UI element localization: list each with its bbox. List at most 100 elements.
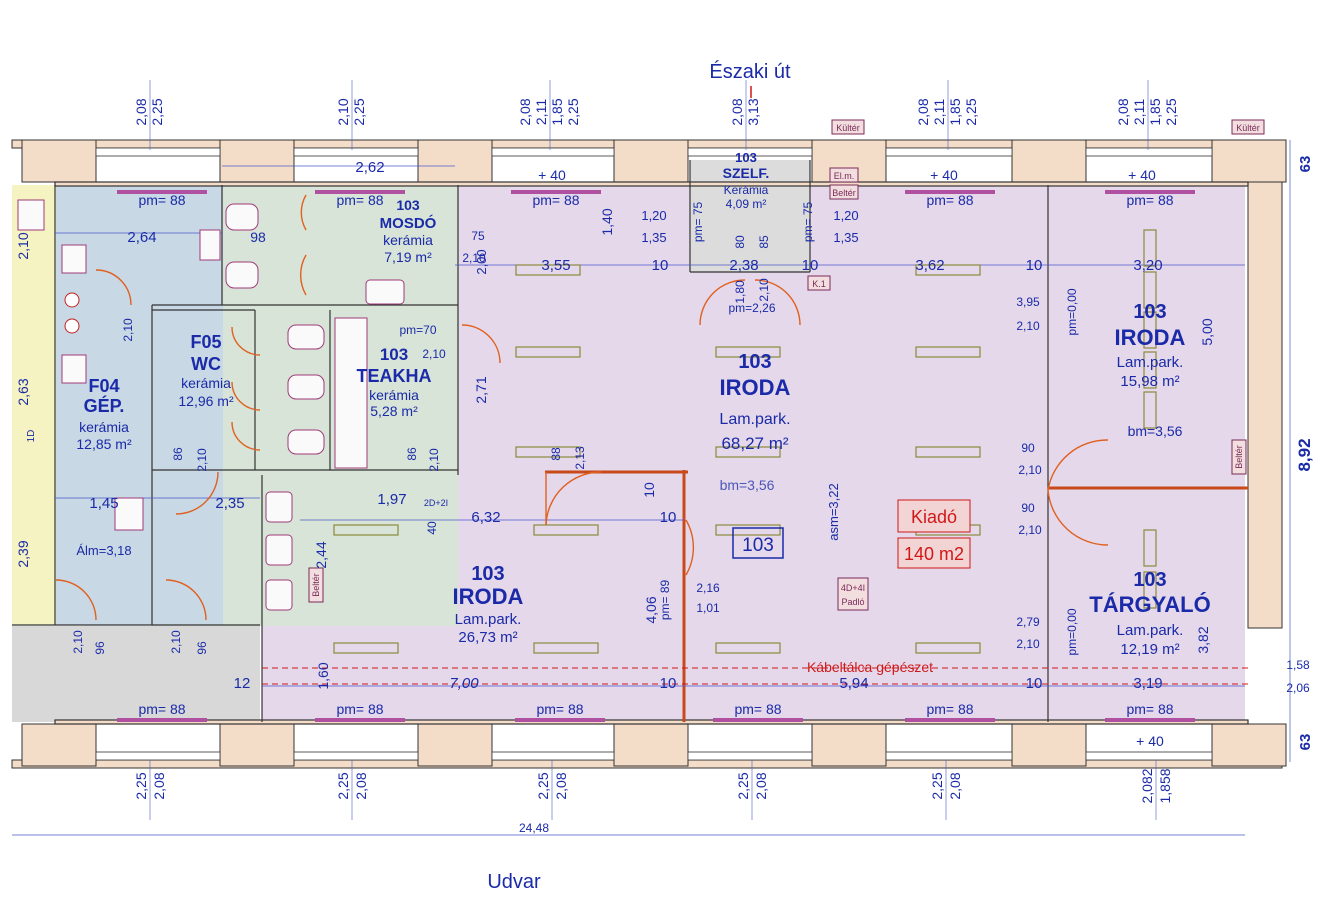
- south-pier: [417, 723, 493, 767]
- svg-text:1D: 1D: [26, 430, 37, 443]
- svg-text:2,71: 2,71: [473, 376, 489, 403]
- top-dim: 2,25: [1163, 98, 1179, 125]
- inner-dims-v: 2,00 1,40 pm= 75 pm= 75 80 85 1,80 2,10 …: [15, 201, 1215, 689]
- zone-szelf: [690, 160, 810, 272]
- south-window: [885, 751, 1013, 761]
- svg-text:1,58: 1,58: [1286, 658, 1310, 672]
- top-dim: 2,25: [351, 98, 367, 125]
- bottom-dim: 2,08: [353, 772, 369, 799]
- svg-text:3,19: 3,19: [1133, 675, 1162, 692]
- top-dim: 2,11: [533, 99, 549, 125]
- svg-text:Beltér: Beltér: [832, 188, 856, 198]
- svg-text:1,20: 1,20: [833, 208, 858, 223]
- pm-label: pm= 88: [1126, 192, 1173, 208]
- ceiling-light: [715, 446, 781, 458]
- cable-tray-label: Kábeltálca gépészet: [807, 659, 933, 675]
- pm-label: pm= 88: [1126, 701, 1173, 717]
- svg-text:pm=2,26: pm=2,26: [728, 301, 775, 315]
- bottom-dim: 2,25: [929, 772, 945, 799]
- svg-text:96: 96: [195, 641, 209, 655]
- south-pier: [1211, 723, 1287, 767]
- ceiling-light: [915, 346, 981, 358]
- svg-text:El.m.: El.m.: [834, 171, 855, 181]
- cable-tray: [262, 667, 1248, 685]
- svg-text:TÁRGYALÓ: TÁRGYALÓ: [1089, 592, 1210, 617]
- zone-stair: [12, 185, 56, 625]
- sill-bar: [1105, 718, 1195, 722]
- sill-bar: [905, 718, 995, 722]
- north-window: [293, 147, 419, 157]
- street-south: Udvar: [487, 871, 541, 893]
- bottom-dim: 1,858: [1157, 768, 1173, 803]
- svg-text:pm=70: pm=70: [399, 323, 436, 337]
- south-pier: [613, 723, 689, 767]
- wall-east: [1247, 139, 1283, 629]
- zone-corridor: [12, 626, 260, 722]
- svg-text:2,10: 2,10: [427, 448, 441, 472]
- top-dim: 1,85: [549, 98, 565, 125]
- bottom-dim: 2,25: [133, 772, 149, 799]
- svg-text:7,00: 7,00: [449, 675, 479, 692]
- svg-text:F05: F05: [190, 332, 221, 352]
- ceiling-light: [1143, 229, 1157, 267]
- dim-lines: [12, 140, 1291, 836]
- svg-text:Kerámia: Kerámia: [724, 183, 769, 197]
- svg-text:Lam.park.: Lam.park.: [1117, 354, 1184, 371]
- svg-text:80: 80: [733, 235, 747, 249]
- svg-text:2,35: 2,35: [215, 495, 244, 512]
- north-pier: [613, 139, 689, 183]
- pm-label: pm= 88: [532, 192, 579, 208]
- pm-label: pm= 88: [336, 192, 383, 208]
- svg-text:2,10: 2,10: [1018, 523, 1042, 537]
- south-pier: [219, 723, 295, 767]
- svg-text:kerámia: kerámia: [369, 387, 419, 403]
- svg-text:10: 10: [641, 482, 657, 498]
- ceiling-light: [1143, 529, 1157, 567]
- svg-text:F04: F04: [88, 376, 119, 396]
- svg-text:103: 103: [1133, 569, 1166, 591]
- south-window: [491, 751, 615, 761]
- ceiling-light: [915, 642, 981, 654]
- ceiling-light: [515, 446, 581, 458]
- room-iroda-left: 103 IRODA Lam.park. 26,73 m²: [453, 563, 524, 646]
- ceiling-light: [1143, 391, 1157, 429]
- svg-text:12,96 m²: 12,96 m²: [178, 393, 234, 409]
- ceiling-light: [533, 642, 599, 654]
- svg-text:10: 10: [652, 257, 669, 274]
- top-dim: 2,08: [1115, 98, 1131, 125]
- svg-text:K.1: K.1: [812, 279, 826, 289]
- pm-label: pm= 88: [536, 701, 583, 717]
- north-window: [1085, 147, 1213, 157]
- svg-text:3,20: 3,20: [1133, 257, 1162, 274]
- south-pier: [21, 723, 97, 767]
- svg-text:pm= 89: pm= 89: [658, 579, 672, 620]
- ceiling-light: [333, 524, 399, 536]
- sill-bar: [117, 718, 207, 722]
- svg-text:3,82: 3,82: [1195, 626, 1211, 653]
- plus40-label: + 40: [1128, 167, 1156, 183]
- svg-text:90: 90: [1021, 441, 1035, 455]
- sill-bar: [117, 190, 207, 194]
- pm-labels: pm= 88 pm= 88 pm= 88 pm= 88 pm= 88 pm= 88 pm= …: [117, 190, 1195, 722]
- svg-text:TEAKHA: TEAKHA: [357, 366, 432, 386]
- svg-text:1,35: 1,35: [833, 230, 858, 245]
- south-windows: [95, 751, 1213, 761]
- ceiling-light: [915, 446, 981, 458]
- plus40-label: + 40: [930, 167, 958, 183]
- svg-text:10: 10: [1026, 257, 1043, 274]
- svg-text:6,32: 6,32: [471, 509, 500, 526]
- svg-text:103: 103: [738, 351, 771, 373]
- svg-text:2,10: 2,10: [462, 251, 486, 265]
- bottom-dim: 2,25: [535, 772, 551, 799]
- bottom-dim: 2,08: [947, 772, 963, 799]
- top-dim: 1,85: [947, 98, 963, 125]
- svg-text:2,38: 2,38: [729, 257, 758, 274]
- svg-text:90: 90: [1021, 501, 1035, 515]
- south-pier: [1011, 723, 1087, 767]
- svg-text:Kültér: Kültér: [1236, 123, 1260, 133]
- pm-label: pm= 88: [336, 701, 383, 717]
- svg-text:2,13: 2,13: [573, 446, 587, 470]
- room-gep: F04 GÉP. kerámia 12,85 m² Álm=3,18: [76, 376, 132, 558]
- sill-bar: [515, 718, 605, 722]
